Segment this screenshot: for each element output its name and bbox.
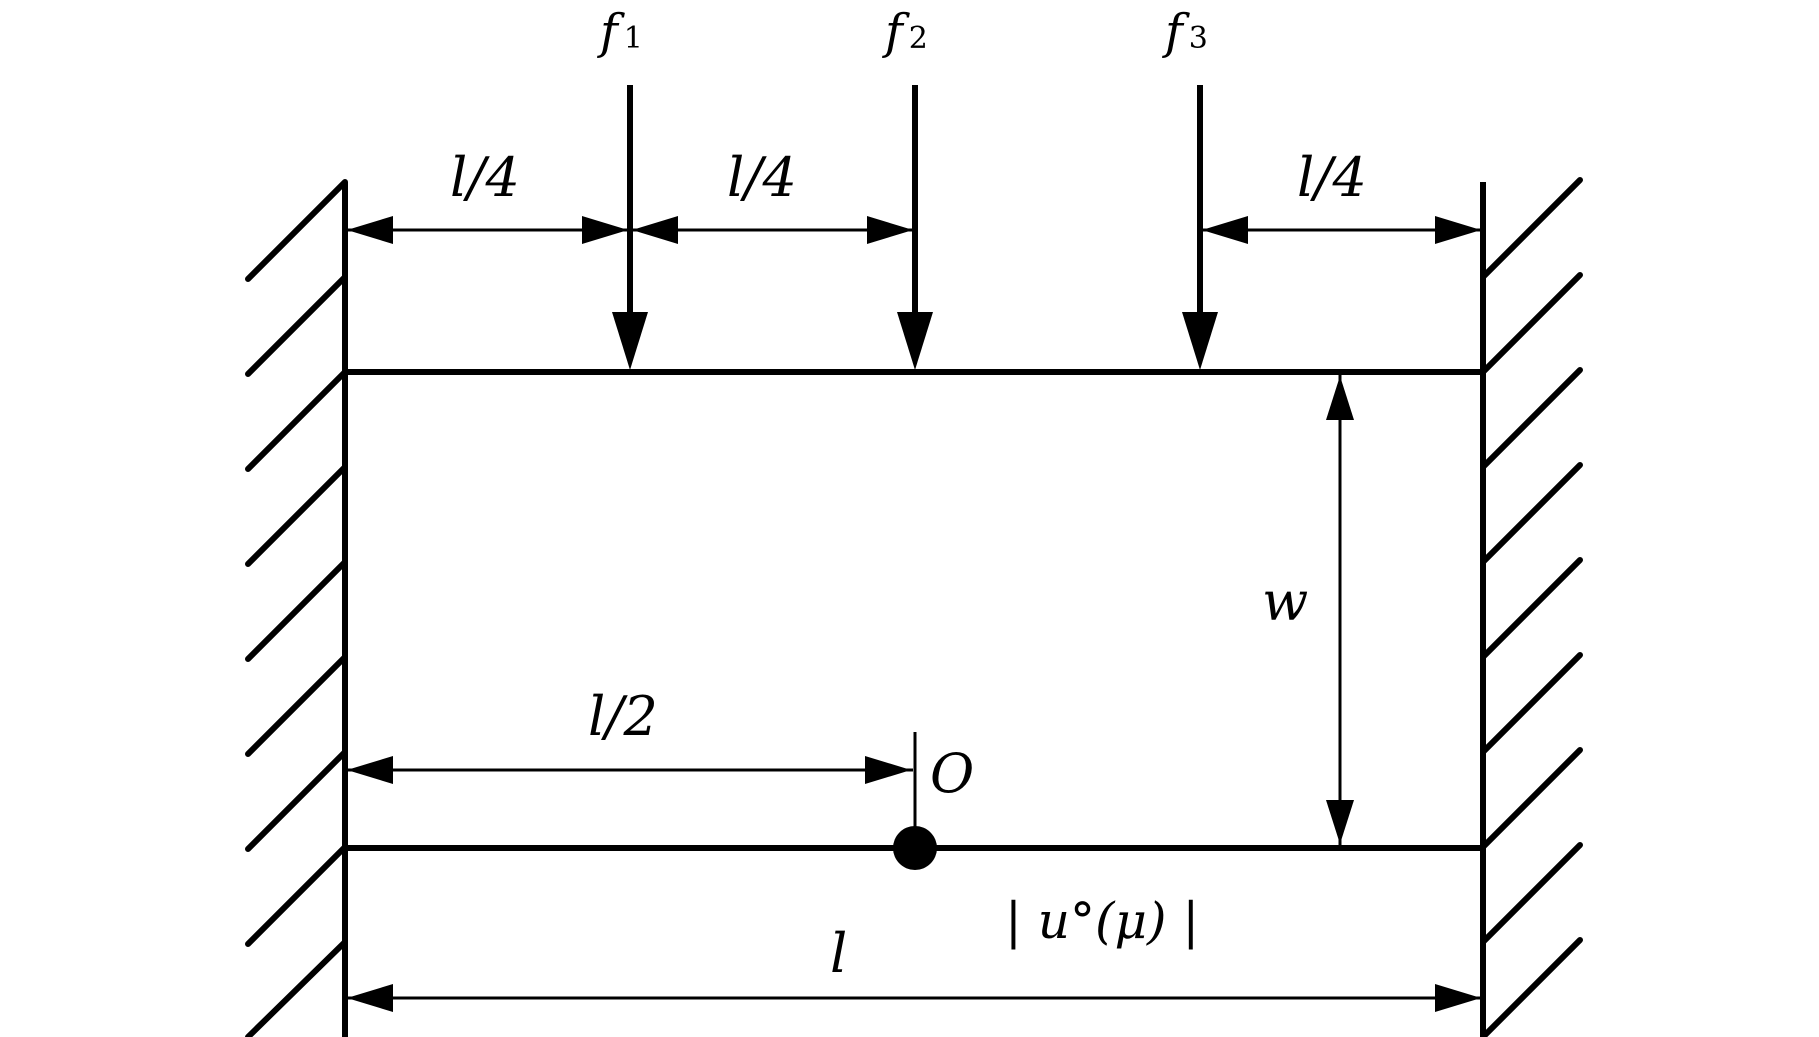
origin-point: [893, 826, 937, 870]
left-wall-hatching: [245, 179, 348, 1037]
force-arrow-f3: [1182, 85, 1218, 370]
dimension-length: [345, 984, 1483, 1012]
left-fixed-wall: [245, 179, 348, 1037]
right-fixed-wall: [1480, 177, 1583, 1037]
dimension-label-f3-offset: l/4: [1297, 146, 1367, 209]
dimension-label-length: l: [830, 922, 847, 985]
dimension-f1-to-f2: [630, 216, 915, 244]
right-wall-hatching: [1480, 177, 1583, 1037]
dimension-label-f1-to-f2: l/4: [727, 146, 797, 209]
dimension-half-length: [345, 756, 913, 784]
force-arrow-f1: [612, 85, 648, 370]
output-quantity-label: | u°(μ) |: [1005, 892, 1199, 950]
force-arrow-f2: [897, 85, 933, 370]
dimension-width: [1326, 374, 1354, 846]
origin-label: O: [930, 742, 974, 805]
dimension-label-half-length: l/2: [588, 685, 658, 748]
dimension-label-f1-offset: l/4: [450, 146, 520, 209]
dimension-f1-offset: [345, 216, 630, 244]
dimension-label-width: w: [1262, 570, 1308, 633]
dimension-f3-offset: [1200, 216, 1483, 244]
